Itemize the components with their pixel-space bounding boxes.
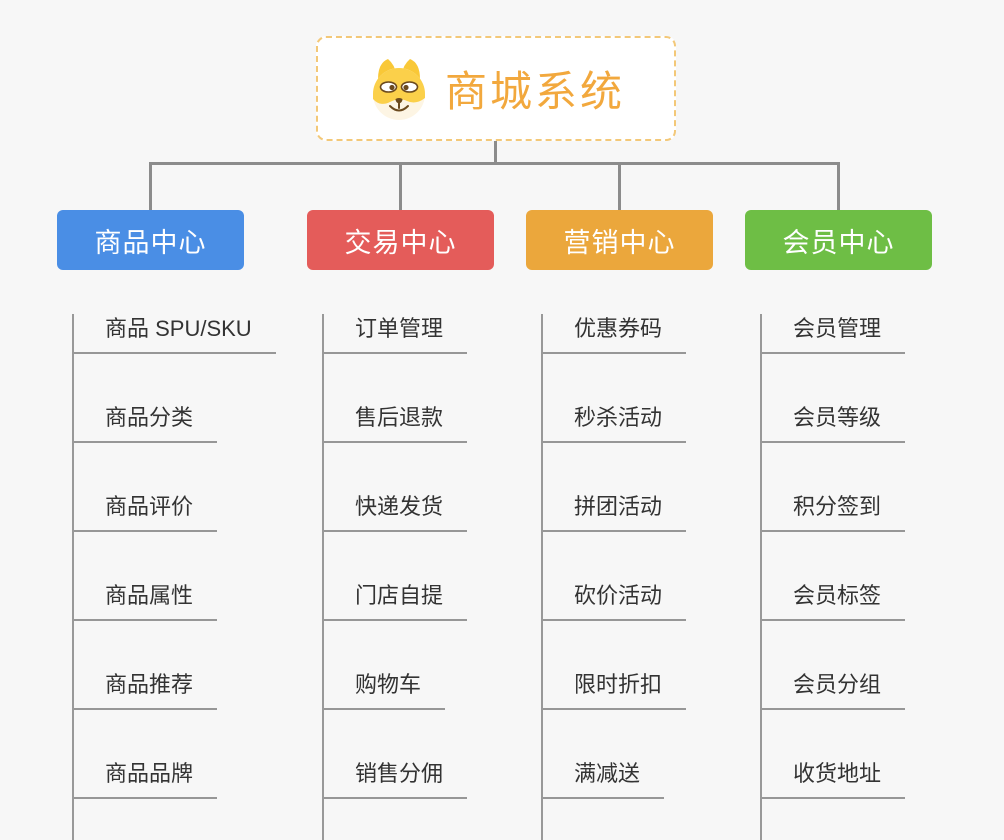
connector-drop-member-center <box>837 162 840 210</box>
connector-drop-trade-center <box>399 162 402 210</box>
branch-header-trade-center[interactable]: 交易中心 <box>307 210 494 270</box>
branch-children-member-center: 会员管理 会员等级 积分签到 会员标签 会员分组 收货地址 <box>760 314 975 840</box>
branch-header-marketing-center[interactable]: 营销中心 <box>526 210 713 270</box>
connector-drop-product-center <box>149 162 152 210</box>
leaf-node[interactable]: 商品评价 <box>72 492 218 532</box>
branch-product-center: 商品中心 商品 SPU/SKU 商品分类 商品评价 商品属性 商品推荐 商品品牌 <box>57 210 287 840</box>
branch-member-center: 会员中心 会员管理 会员等级 积分签到 会员标签 会员分组 收货地址 <box>745 210 975 840</box>
leaf-node[interactable]: 商品属性 <box>72 581 218 621</box>
leaf-node[interactable]: 砍价活动 <box>541 581 687 621</box>
leaf-node[interactable]: 商品分类 <box>72 403 218 443</box>
leaf-node[interactable]: 积分签到 <box>760 492 906 532</box>
leaf-node[interactable]: 购物车 <box>322 670 446 710</box>
leaf-node[interactable]: 秒杀活动 <box>541 403 687 443</box>
leaf-node[interactable]: 商品 SPU/SKU <box>72 314 276 354</box>
branch-header-product-center[interactable]: 商品中心 <box>57 210 244 270</box>
branch-marketing-center: 营销中心 优惠券码 秒杀活动 拼团活动 砍价活动 限时折扣 满减送 <box>526 210 756 840</box>
branch-trade-center: 交易中心 订单管理 售后退款 快递发货 门店自提 购物车 销售分佣 <box>307 210 537 840</box>
leaf-node[interactable]: 优惠券码 <box>541 314 687 354</box>
leaf-node[interactable]: 订单管理 <box>322 314 468 354</box>
connector-bus <box>149 162 840 165</box>
leaf-node[interactable]: 会员管理 <box>760 314 906 354</box>
connector-drop-marketing-center <box>618 162 621 210</box>
leaf-node[interactable]: 拼团活动 <box>541 492 687 532</box>
branch-children-product-center: 商品 SPU/SKU 商品分类 商品评价 商品属性 商品推荐 商品品牌 <box>72 314 287 840</box>
leaf-node[interactable]: 商品品牌 <box>72 759 218 799</box>
leaf-node[interactable]: 会员标签 <box>760 581 906 621</box>
leaf-node[interactable]: 会员等级 <box>760 403 906 443</box>
root-title: 商城系统 <box>444 68 625 115</box>
leaf-node[interactable]: 限时折扣 <box>541 670 687 710</box>
leaf-node[interactable]: 销售分佣 <box>322 759 468 799</box>
connector-root-drop <box>494 141 497 165</box>
leaf-node[interactable]: 快递发货 <box>322 492 468 532</box>
root-node[interactable]: 商城系统 <box>316 36 676 141</box>
leaf-node[interactable]: 门店自提 <box>322 581 468 621</box>
leaf-node[interactable]: 满减送 <box>541 759 665 799</box>
branch-children-marketing-center: 优惠券码 秒杀活动 拼团活动 砍价活动 限时折扣 满减送 <box>541 314 756 840</box>
leaf-node[interactable]: 售后退款 <box>322 403 468 443</box>
branch-children-trade-center: 订单管理 售后退款 快递发货 门店自提 购物车 销售分佣 <box>322 314 537 840</box>
leaf-node[interactable]: 会员分组 <box>760 670 906 710</box>
leaf-node[interactable]: 商品推荐 <box>72 670 218 710</box>
leaf-node[interactable]: 收货地址 <box>760 759 906 799</box>
branch-header-member-center[interactable]: 会员中心 <box>745 210 932 270</box>
dog-mascot-icon <box>372 58 425 120</box>
